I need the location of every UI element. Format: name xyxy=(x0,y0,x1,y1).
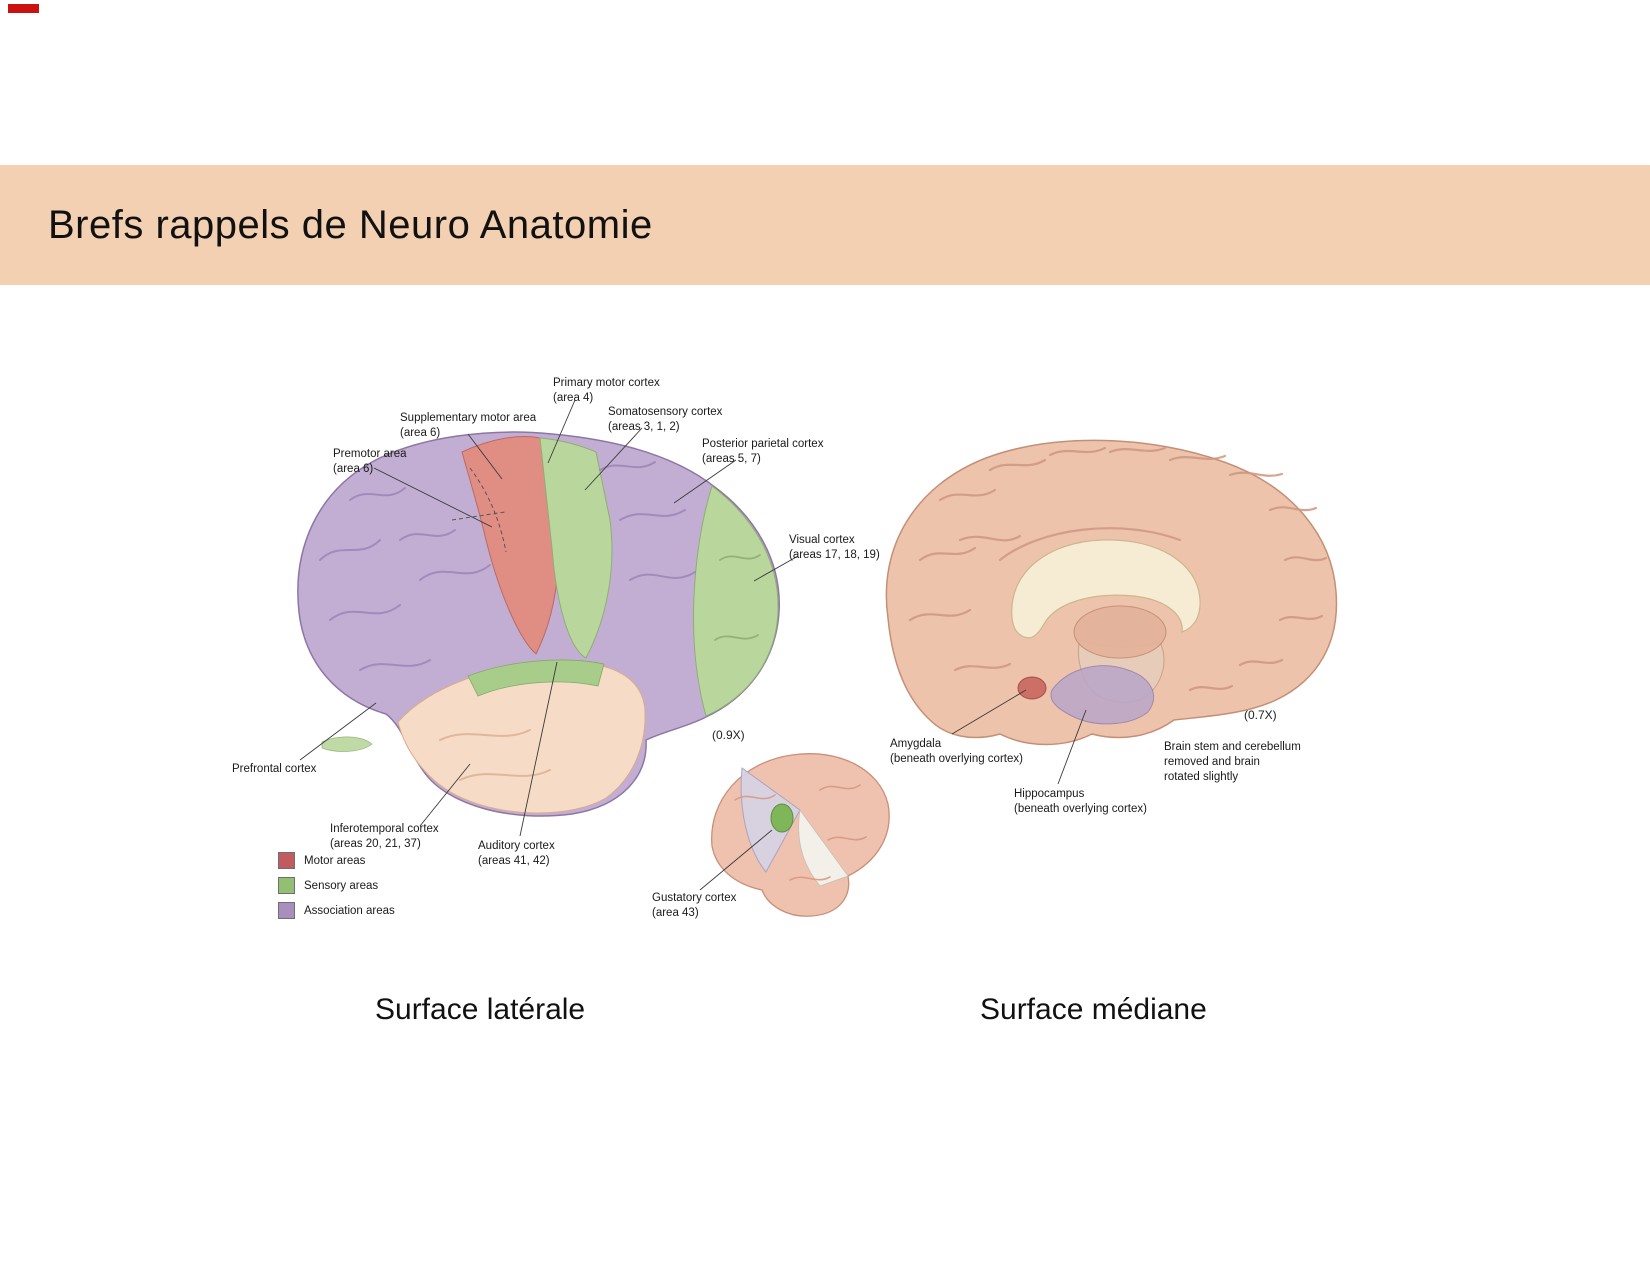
legend-label-sensory: Sensory areas xyxy=(304,879,379,892)
inset-sulci-lines xyxy=(734,784,867,881)
label-primary-motor-cortex: Primary motor cortex (area 4) xyxy=(553,377,660,404)
premotor-dashed-boundary xyxy=(451,511,506,521)
medial-brain-illustration xyxy=(885,439,1338,746)
medial-scale-note: (0.7X) xyxy=(1244,708,1277,722)
corner-mark xyxy=(8,4,39,13)
amygdala-region xyxy=(1017,676,1047,700)
legend-label-association: Association areas xyxy=(304,904,395,917)
thalamus-region xyxy=(1073,605,1167,659)
label-supplementary-motor-area: Supplementary motor area (area 6) xyxy=(400,412,537,439)
inset-brain-illustration xyxy=(711,753,890,917)
auditory-cortex-region xyxy=(467,659,605,697)
medial-sulci-lines xyxy=(908,446,1328,692)
caption-medial-surface: Surface médiane xyxy=(980,993,1207,1026)
leader-hippocampus xyxy=(1057,709,1087,785)
leader-posterior-parietal xyxy=(673,459,737,504)
label-brainstem-note: Brain stem and cerebellum removed and br… xyxy=(1164,741,1301,783)
legend-swatch-association xyxy=(278,902,295,919)
legend-swatch-sensory xyxy=(278,877,295,894)
cingulate-sulcus-line xyxy=(998,527,1182,562)
temporal-sulci-lines xyxy=(439,729,551,781)
gustatory-cortex-region xyxy=(770,803,794,833)
label-amygdala: Amygdala (beneath overlying cortex) xyxy=(890,738,1023,765)
leader-somatosensory xyxy=(584,427,643,491)
leader-visual xyxy=(753,555,799,582)
inset-cut-wedge-2 xyxy=(798,808,849,887)
legend-item-sensory: Sensory areas xyxy=(278,877,395,894)
leader-lines xyxy=(299,399,1087,891)
lateral-legend: Motor areas Sensory areas Association ar… xyxy=(278,852,395,927)
orbital-green-region xyxy=(321,736,373,752)
leader-primary-motor xyxy=(547,399,576,464)
lateral-sulci-lines xyxy=(319,461,696,671)
inset-cut-wedge xyxy=(740,767,801,873)
slide-title: Brefs rappels de Neuro Anatomie xyxy=(48,202,653,247)
lateral-scale-note: (0.9X) xyxy=(712,728,745,742)
leader-premotor xyxy=(373,467,493,528)
legend-item-motor: Motor areas xyxy=(278,852,395,869)
somatosensory-strip-region xyxy=(539,437,613,659)
hippocampus-region xyxy=(1050,665,1154,725)
label-gustatory-cortex: Gustatory cortex (area 43) xyxy=(652,892,737,919)
leader-prefrontal xyxy=(299,702,377,761)
legend-swatch-motor xyxy=(278,852,295,869)
label-prefrontal-cortex: Prefrontal cortex xyxy=(232,763,317,775)
legend-item-association: Association areas xyxy=(278,902,395,919)
leader-supplementary-motor xyxy=(467,433,503,480)
label-auditory-cortex: Auditory cortex (areas 41, 42) xyxy=(478,840,555,867)
visual-cortex-region xyxy=(693,485,779,717)
motor-strip-region xyxy=(461,436,559,655)
label-hippocampus: Hippocampus (beneath overlying cortex) xyxy=(1014,788,1147,815)
title-banner: Brefs rappels de Neuro Anatomie xyxy=(0,165,1650,285)
leader-gustatory xyxy=(699,829,773,891)
corpus-callosum-region xyxy=(1011,539,1201,639)
lateral-brain-illustration xyxy=(297,431,780,817)
leader-auditory xyxy=(519,661,558,837)
leader-inferotemporal xyxy=(419,763,471,827)
label-inferotemporal-cortex: Inferotemporal cortex (areas 20, 21, 37) xyxy=(330,823,439,850)
leader-amygdala xyxy=(951,689,1027,735)
legend-label-motor: Motor areas xyxy=(304,854,366,867)
occipital-sulci-lines xyxy=(714,554,761,641)
caption-lateral-surface: Surface latérale xyxy=(375,993,586,1026)
label-visual-cortex: Visual cortex (areas 17, 18, 19) xyxy=(789,534,880,561)
label-premotor-area: Premotor area (area 6) xyxy=(333,448,407,475)
supplementary-motor-dashed-boundary xyxy=(469,467,507,553)
label-posterior-parietal-cortex: Posterior parietal cortex (areas 5, 7) xyxy=(702,438,824,465)
label-somatosensory-cortex: Somatosensory cortex (areas 3, 1, 2) xyxy=(608,406,723,433)
